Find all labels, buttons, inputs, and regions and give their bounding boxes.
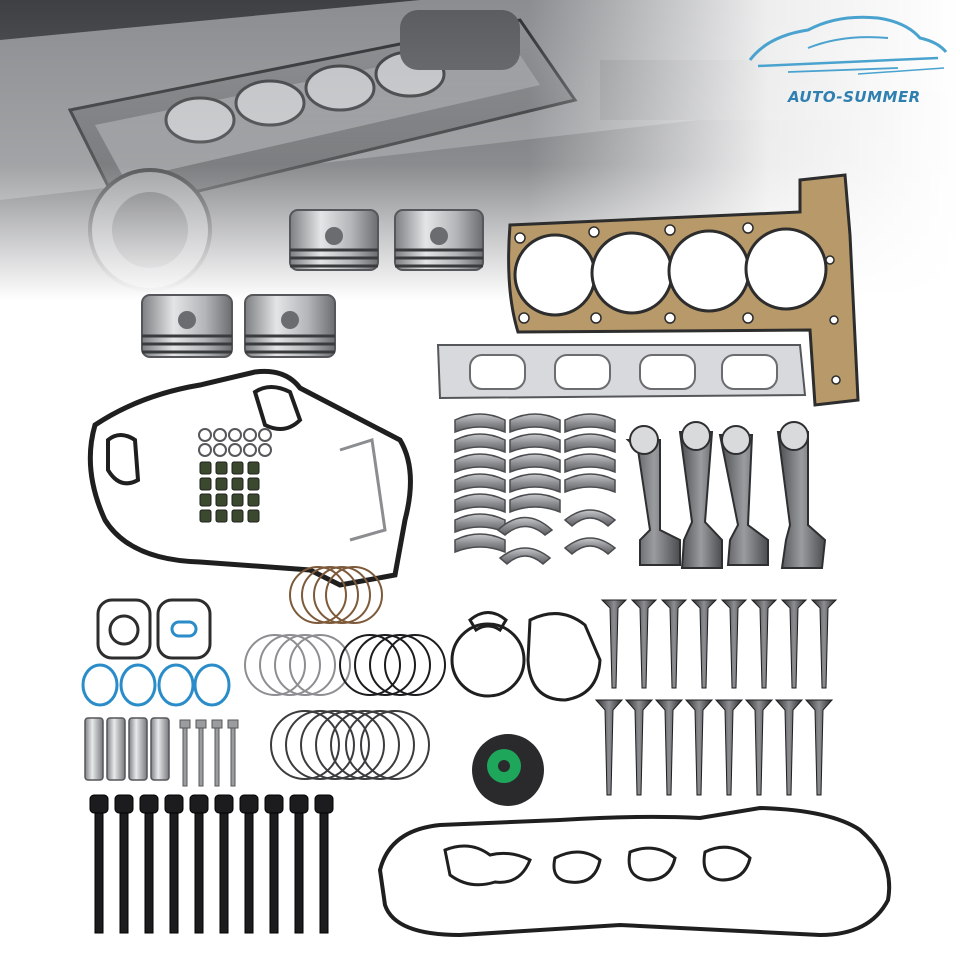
valve-cover-gasket (377, 805, 892, 938)
cylinder-head-bolts (89, 794, 334, 934)
piston (289, 209, 379, 271)
short-bolts (179, 719, 239, 787)
valve-stem-seals (198, 428, 272, 523)
o-rings (81, 663, 231, 707)
piston (244, 294, 336, 358)
piston-pins (84, 717, 170, 781)
rear-main-seal (472, 734, 544, 806)
valves-row-top (600, 599, 838, 689)
piston (394, 209, 484, 271)
brand-name: AUTO-SUMMER (788, 88, 921, 106)
oil-pump-gaskets (96, 598, 212, 660)
water-pump-gaskets (450, 611, 602, 702)
engine-valves (594, 599, 838, 796)
piston-rings (244, 566, 446, 780)
timing-cover-gasket (87, 368, 413, 588)
exhaust-manifold-gasket (436, 344, 807, 400)
piston (141, 294, 233, 358)
car-silhouette-icon (748, 15, 948, 75)
engine-bearings (454, 413, 617, 565)
pistons (141, 209, 484, 358)
valves-row-bottom (594, 699, 834, 796)
connecting-rods (625, 421, 827, 569)
cylinder-head-gasket (507, 173, 860, 407)
brand-logo: AUTO-SUMMER (740, 8, 950, 108)
